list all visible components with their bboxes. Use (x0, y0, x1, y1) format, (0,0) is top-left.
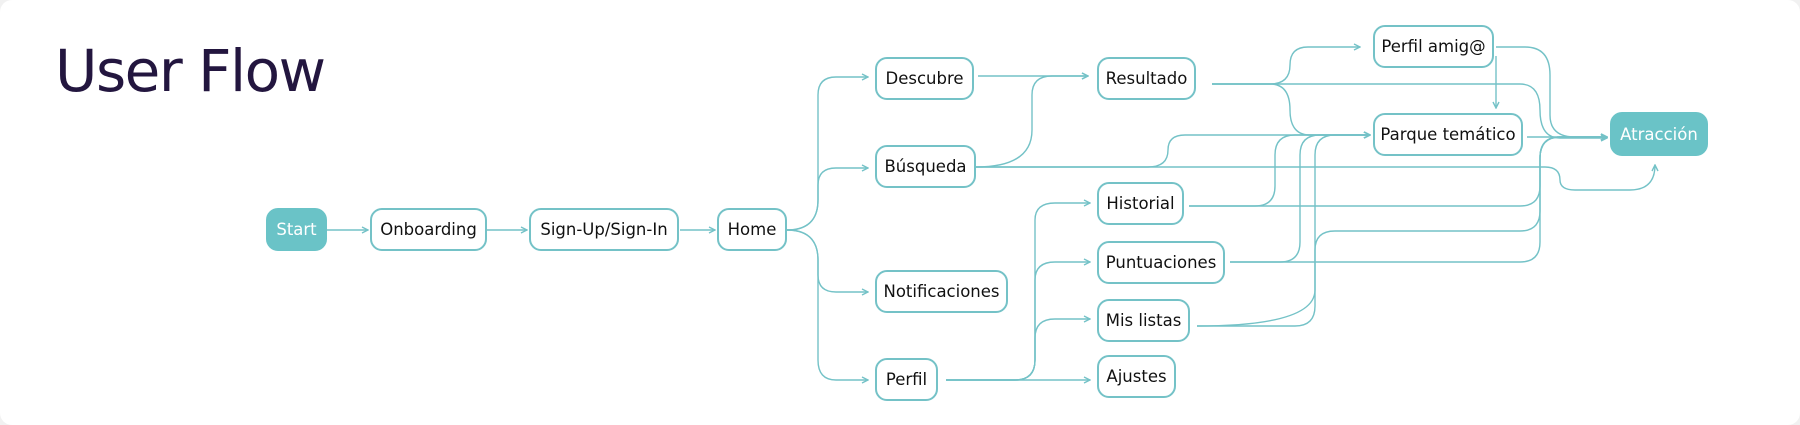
edge-historial-parque (1189, 135, 1370, 207)
node-perfilamig[interactable]: Perfil amig@ (1373, 25, 1494, 68)
edge-home-descubre (786, 77, 868, 231)
node-start[interactable]: Start (266, 208, 327, 251)
edge-home-perfil (786, 229, 868, 380)
edge-home-busqueda (786, 168, 868, 231)
edge-perfil-mislistas (946, 319, 1090, 381)
edge-busqueda-parque (976, 135, 1370, 168)
node-home[interactable]: Home (717, 208, 787, 251)
node-descubre[interactable]: Descubre (875, 57, 974, 100)
node-resultado[interactable]: Resultado (1097, 57, 1196, 100)
node-busqueda[interactable]: Búsqueda (875, 145, 976, 188)
edge-perfilamig-atraccion (1496, 46, 1607, 137)
edge-busqueda-resultado (975, 76, 1088, 168)
node-atraccion[interactable]: Atracción (1610, 112, 1708, 156)
page-title: User Flow (55, 37, 326, 105)
node-notificaciones[interactable]: Notificaciones (875, 270, 1008, 313)
edge-mislistas-atraccion (1196, 137, 1607, 327)
node-parque[interactable]: Parque temático (1373, 113, 1523, 156)
node-perfil[interactable]: Perfil (875, 358, 938, 401)
edge-puntuaciones-parque (1230, 135, 1370, 263)
edge-resultado-parque (1212, 83, 1370, 135)
edge-busqueda-atraccion (976, 165, 1655, 191)
node-historial[interactable]: Historial (1097, 182, 1184, 225)
node-ajustes[interactable]: Ajustes (1097, 355, 1176, 398)
node-onboarding[interactable]: Onboarding (370, 208, 487, 251)
edge-home-notificaciones (786, 229, 868, 292)
node-mislistas[interactable]: Mis listas (1097, 299, 1190, 342)
edge-resultado-perfilamig (1212, 47, 1360, 85)
node-puntuaciones[interactable]: Puntuaciones (1097, 241, 1225, 284)
node-signup[interactable]: Sign-Up/Sign-In (529, 208, 679, 251)
edge-mislistas-parque (1197, 135, 1370, 327)
